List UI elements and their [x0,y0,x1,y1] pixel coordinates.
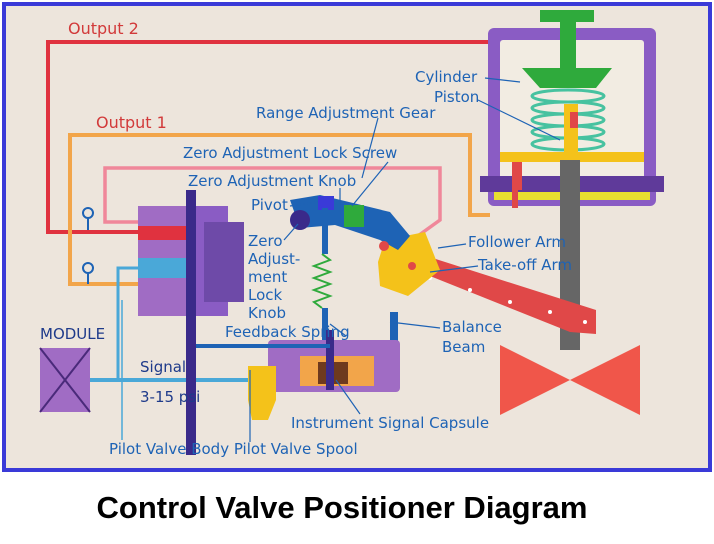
pivot-block [318,196,334,210]
leader-lines [249,77,561,442]
pink-zero-line [103,166,442,240]
feedback-spring-label: Feedback Spring [225,323,350,341]
zero-knob-label: Zero Adjustment Knob [188,172,356,190]
pivot-post [322,208,328,254]
pilot-valve-body [138,206,244,316]
zero-lock-knob-label-2: Adjust- [248,250,300,268]
balance-beam-label-1: Balance [442,318,502,336]
zero-lock-knob-label-3: ment [248,268,287,286]
follower-pin [408,262,416,270]
piston [500,104,644,208]
zero-lock-knob [344,205,364,227]
output2-line [46,40,496,234]
takeoff-arm-label: Take-off Arm [477,256,572,274]
feedback-spring [311,253,333,309]
balance-beam-label-2: Beam [442,338,485,356]
take-off-arm [410,254,596,334]
pivot-label: Pivot [251,196,288,214]
control-valve [500,345,640,415]
pilot-valve-spool [186,190,196,455]
zero-lock-screw-label: Zero Adjustment Lock Screw [183,144,397,162]
range-gear-label: Range Adjustment Gear [256,104,436,122]
gauge-icon [82,207,94,284]
signal-vertical-line [116,266,138,380]
signal-capsule [268,330,400,392]
signal-label: Signal [140,358,186,376]
pivot-knob [290,210,310,230]
arm-holes [428,276,587,324]
cylinder-label: Cylinder [415,68,478,86]
capsule-label: Instrument Signal Capsule [291,414,489,432]
zero-lock-knob-label-4: Lock [248,286,283,304]
diagram-title: Control Valve Positioner Diagram [97,490,588,525]
output2-label: Output 2 [68,19,139,38]
output1-line [68,133,490,286]
linkage-pin [379,241,389,251]
pilot-body-spool-label: Pilot Valve Body Pilot Valve Spool [109,440,358,458]
output1-label: Output 1 [96,113,167,132]
follower-arm-label: Follower Arm [468,233,566,251]
signal-range-label: 3-15 psi [140,388,200,406]
feedback-rod [322,308,328,358]
zero-lock-knob-label-5: Knob [248,304,286,322]
capsule-inlet [248,366,276,420]
module-label: MODULE [40,325,105,343]
piston-label: Piston [434,88,479,106]
module-box [39,347,91,413]
zero-lock-knob-label-1: Zero [248,232,283,250]
